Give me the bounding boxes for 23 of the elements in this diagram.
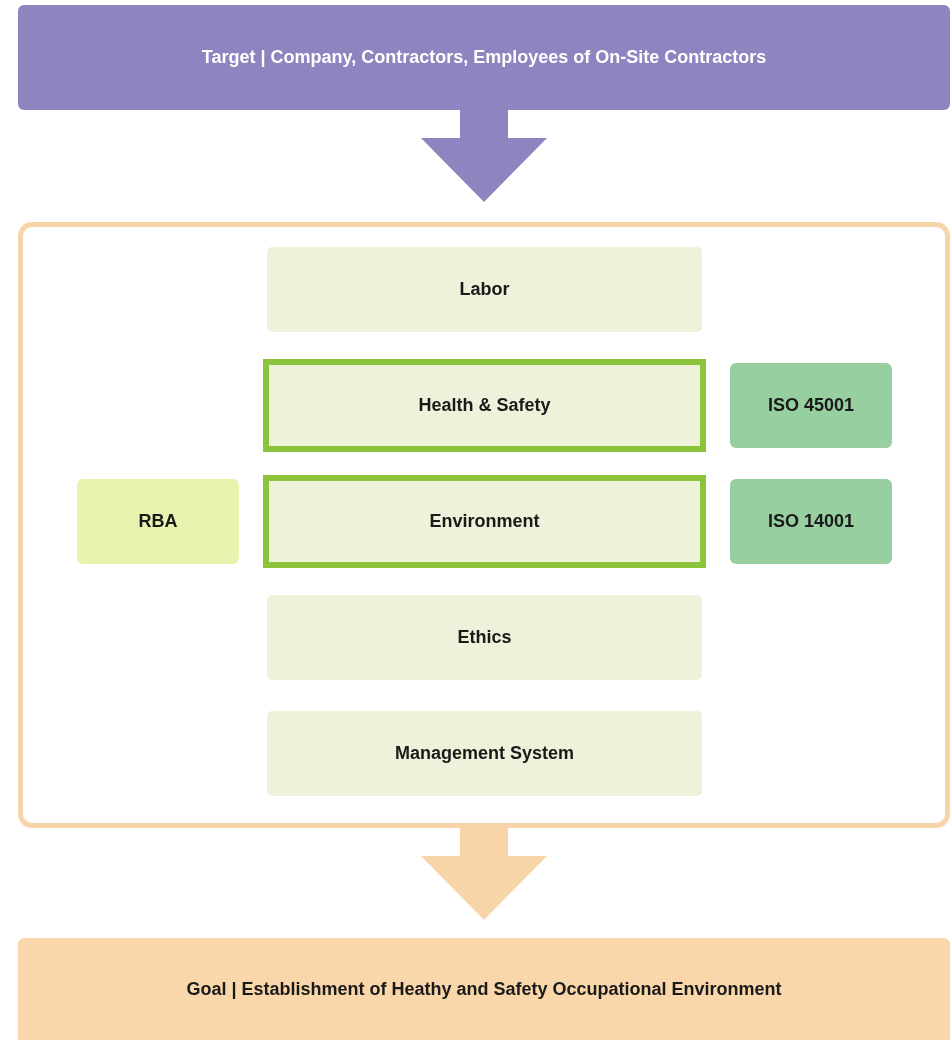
frame-panel — [18, 222, 950, 828]
standard-box — [77, 479, 239, 564]
highlighted-topic-box — [263, 359, 706, 452]
target-banner — [18, 5, 950, 110]
box-label: RBA — [137, 511, 179, 532]
highlighted-topic-box — [263, 475, 706, 568]
box-label: Management System — [393, 743, 576, 764]
block-arrow — [421, 828, 547, 920]
box-label: Labor — [458, 279, 511, 300]
box-label: Environment — [428, 511, 541, 532]
box-label: ISO 45001 — [766, 395, 856, 416]
topic-box — [267, 711, 702, 796]
block-arrow — [421, 110, 547, 202]
box-label: Health & Safety — [417, 395, 552, 416]
standard-box — [730, 363, 892, 448]
box-label: Target | Company, Contractors, Employees of On-Site Contractors — [200, 47, 768, 68]
standard-box — [730, 479, 892, 564]
box-label: Ethics — [456, 627, 513, 648]
goal-banner — [18, 938, 950, 1040]
box-label: Goal | Establishment of Heathy and Safety Occupational Environment — [185, 978, 783, 1000]
topic-box — [267, 595, 702, 680]
box-label: ISO 14001 — [766, 511, 856, 532]
topic-box — [267, 247, 702, 332]
